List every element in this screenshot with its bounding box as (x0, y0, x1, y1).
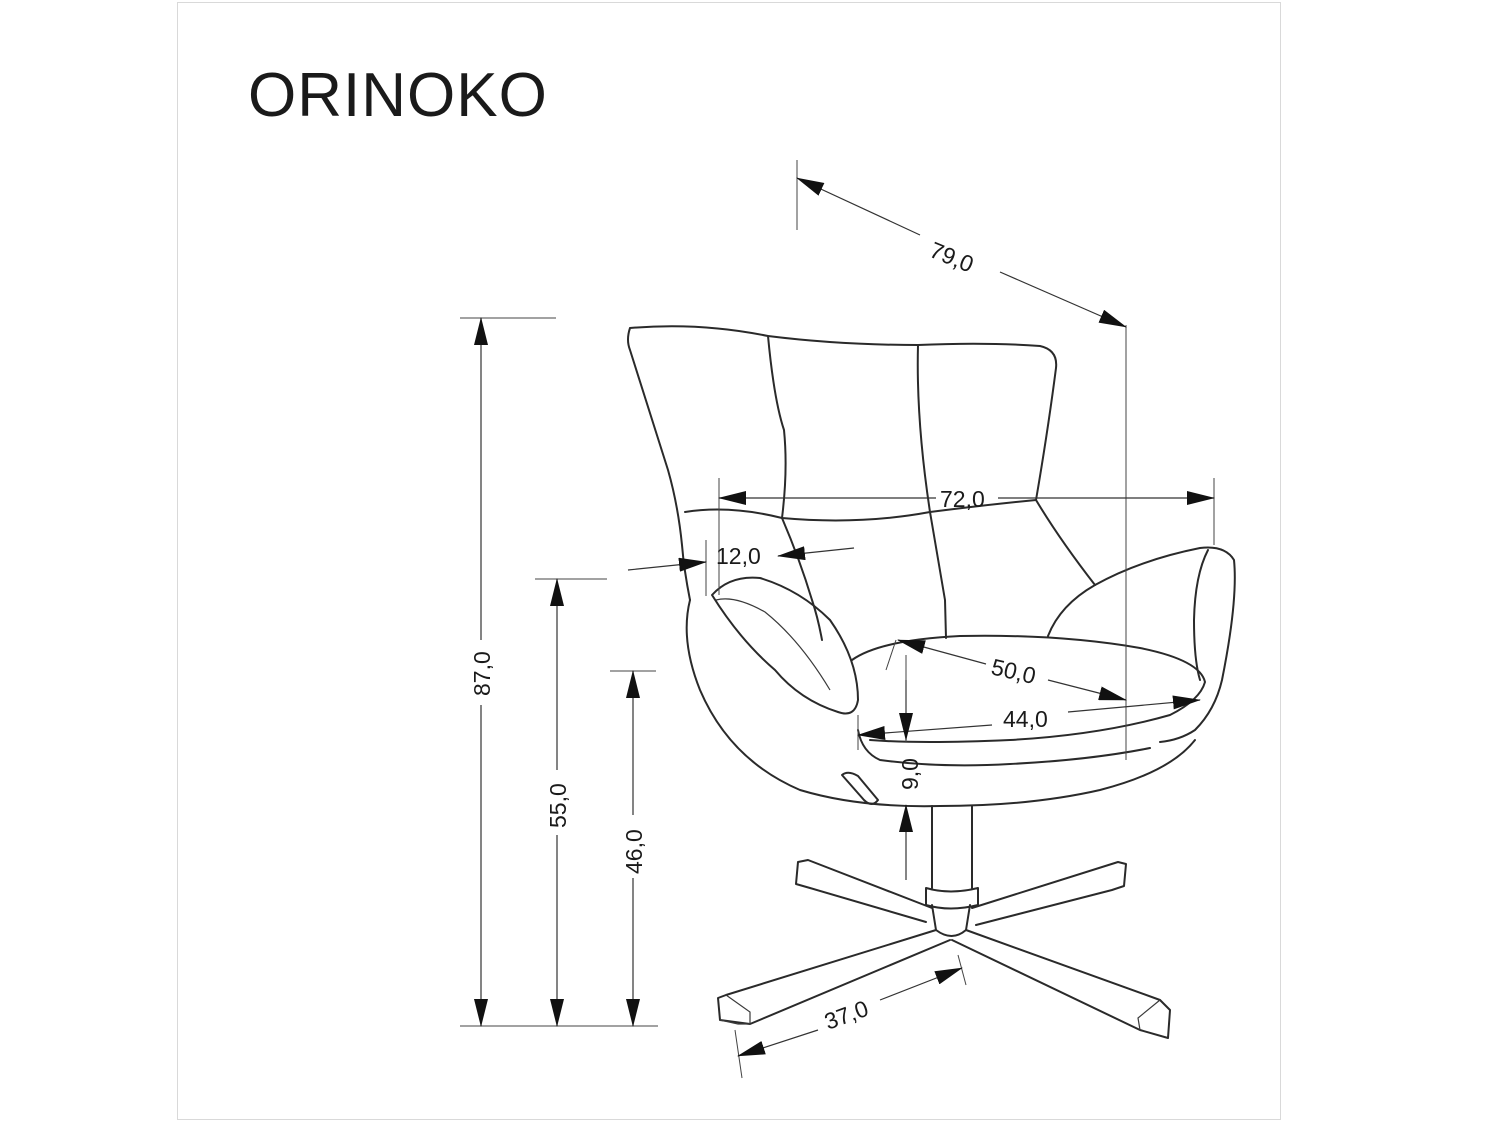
right-armrest-inner (1193, 549, 1209, 681)
dim-seatdepth-line-a (897, 639, 987, 665)
backrest-inner-curve (781, 517, 823, 641)
dim-arm-line-b (777, 546, 855, 561)
ext-leg-right (957, 954, 967, 986)
drawing-sheet (177, 2, 1281, 1120)
base-leg-front-right (951, 929, 1171, 1039)
dim-depth-line-a (796, 177, 921, 236)
label-width-total: 72,0 (940, 486, 985, 512)
product-title: ORINOKO (248, 61, 548, 130)
left-armrest-pad (711, 576, 859, 715)
dim-seatwidth-line-a (857, 724, 993, 740)
seat-cushion-top (851, 634, 1206, 743)
label-seat-width: 44,0 (1003, 706, 1048, 732)
label-depth-total: 79,0 (926, 237, 977, 278)
label-seat-depth: 50,0 (989, 654, 1038, 689)
label-seat-height: 46,0 (621, 829, 647, 874)
right-armrest (1094, 546, 1236, 743)
chair-illustration (627, 325, 1236, 1039)
seat-cushion-front (857, 729, 1151, 767)
column-collar (925, 887, 979, 910)
swivel-column (931, 805, 973, 889)
ext-leg-left (734, 1029, 743, 1079)
dim-seatwidth-line-b (1067, 695, 1201, 713)
base-foot-front-right (1137, 999, 1161, 1031)
dim-depth-line-b (999, 271, 1127, 328)
label-armrest-height: 55,0 (545, 783, 571, 828)
dim-arm-line-a (627, 557, 707, 572)
backrest-seam-horizontal (684, 499, 1037, 522)
dim-leg-line-a (737, 1029, 819, 1057)
chair-backrest-outline (627, 325, 1096, 601)
base-leg-back-left (795, 859, 933, 923)
label-cushion-thickness: 9,0 (897, 758, 923, 790)
dimension-lines (460, 160, 1215, 1079)
base-leg-back-right (971, 861, 1127, 926)
label-armrest-width: 12,0 (716, 543, 761, 569)
label-base-leg: 37,0 (821, 995, 872, 1035)
ext-seatdepth-left (885, 639, 897, 671)
dim-leg-line-b (879, 967, 963, 1001)
swivel-lever (841, 771, 879, 805)
left-shell (685, 599, 1196, 808)
base-foot-front-left (719, 994, 751, 1025)
backrest-seam-left (767, 335, 787, 519)
right-armrest-front (1047, 584, 1096, 637)
dim-seatdepth-line-b (1047, 679, 1127, 701)
label-height-total: 87,0 (469, 651, 495, 696)
base-leg-front-left (717, 929, 951, 1025)
base-hub (931, 904, 971, 937)
left-armrest-pad-seam (715, 598, 831, 691)
